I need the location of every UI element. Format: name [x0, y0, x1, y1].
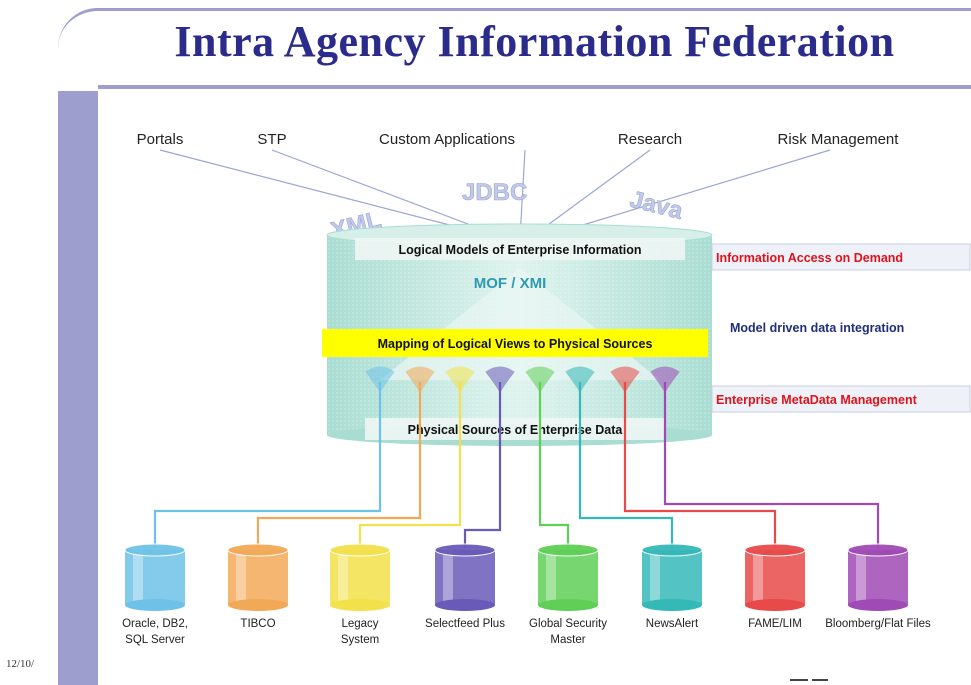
- meta-label-box: [711, 385, 971, 413]
- database-icon: [744, 543, 806, 611]
- protocol-java: Java: [627, 186, 686, 225]
- connector-line: [153, 382, 382, 548]
- source-label-line1: Oracle, DB2,: [122, 618, 188, 630]
- title-underline: [98, 85, 971, 89]
- mapping-swirl: [650, 366, 680, 394]
- side-label-access: Information Access on Demand: [716, 251, 903, 265]
- footer-date: 12/10/: [6, 658, 35, 670]
- physical-sources-box: [365, 418, 665, 440]
- slide-title: Intra Agency Information Federation: [174, 17, 895, 66]
- mapping-swirl: [565, 366, 595, 394]
- consumer-stp: STP: [257, 131, 286, 148]
- slide-left-bar: [58, 8, 98, 685]
- source-label-line1: Legacy: [341, 618, 378, 630]
- mapping-swirl: [610, 366, 640, 394]
- mapping-swirl: [485, 366, 515, 394]
- connector-line: [538, 382, 570, 548]
- consumer-fan-lines: [159, 149, 831, 239]
- source-label-line1: NewsAlert: [646, 618, 699, 630]
- source-label-line1: Selectfeed Plus: [425, 618, 505, 630]
- database-icon: [227, 543, 289, 611]
- logical-models-label: Logical Models of Enterprise Information: [398, 243, 641, 257]
- source-label-line1: Bloomberg/Flat Files: [825, 618, 931, 630]
- source-label-line2: Master: [550, 634, 585, 646]
- database-icon: [537, 543, 599, 611]
- mapping-swirls: [365, 366, 680, 394]
- mapping-band: [322, 329, 708, 357]
- access-label-box: [711, 243, 971, 271]
- mapping-swirl: [525, 366, 555, 394]
- source-label-line1: Global Security: [529, 618, 607, 630]
- logical-models-box: [355, 238, 685, 260]
- fan-line-research: [529, 149, 651, 239]
- database-icon: [124, 543, 186, 611]
- database-icon: [847, 543, 909, 611]
- mof-xmi-label: MOF / XMI: [474, 275, 547, 292]
- side-label-meta: Enterprise MetaData Management: [716, 393, 918, 407]
- fan-line-risk: [539, 149, 831, 239]
- database-icon: [329, 543, 391, 611]
- source-label-line2: SQL Server: [125, 634, 185, 646]
- consumer-research: Research: [618, 131, 682, 148]
- connector-line: [663, 382, 880, 548]
- connector-line: [256, 382, 422, 548]
- source-label-line1: FAME/LIM: [748, 618, 802, 630]
- database-icon: [641, 543, 703, 611]
- connector-line: [623, 382, 777, 548]
- mapping-swirl: [405, 366, 435, 394]
- side-label-model: Model driven data integration: [730, 321, 904, 335]
- source-label-line2: System: [341, 634, 379, 646]
- mapping-swirl: [445, 366, 475, 394]
- fan-line-portals: [159, 149, 501, 239]
- fan-line-custom: [519, 149, 526, 239]
- mapping-label: Mapping of Logical Views to Physical Sou…: [378, 337, 653, 351]
- consumer-custom-applications: Custom Applications: [379, 131, 515, 148]
- source-connectors: [153, 382, 880, 548]
- connector-line: [358, 382, 462, 548]
- fan-line-stp: [271, 149, 506, 239]
- database-icon: [434, 543, 496, 611]
- consumer-portals: Portals: [137, 131, 184, 148]
- source-label-line1: TIBCO: [240, 618, 275, 630]
- mapping-swirl: [365, 366, 395, 394]
- connector-line: [578, 382, 674, 548]
- title-bar: [58, 8, 971, 91]
- consumer-risk-management: Risk Management: [778, 131, 900, 148]
- physical-sources-label: Physical Sources of Enterprise Data: [408, 423, 624, 437]
- connector-line: [463, 382, 502, 548]
- protocol-jdbc: JDBC: [462, 179, 527, 206]
